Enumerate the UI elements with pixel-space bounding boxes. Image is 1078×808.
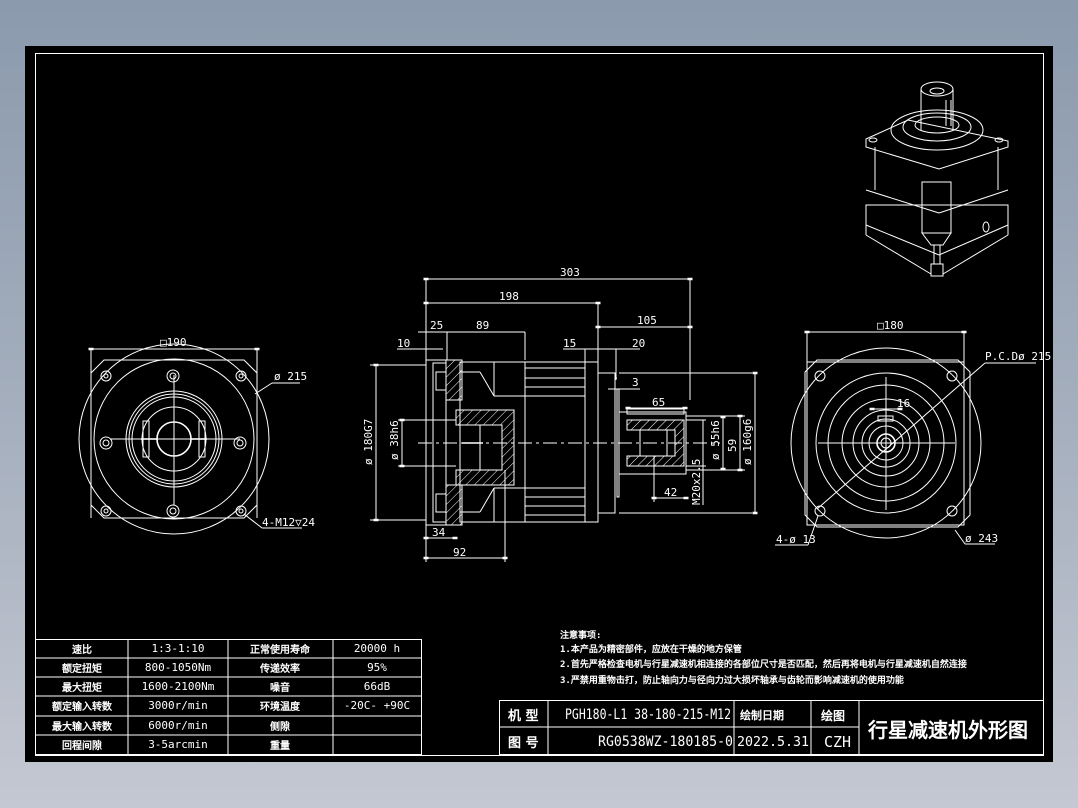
drawing-no-label: 图 号 [508, 736, 539, 751]
drawn-by-value: CZH [824, 733, 851, 751]
left-square-label: □190 [160, 336, 187, 349]
side-section-view: 303 198 105 25 89 10 15 20 [362, 266, 758, 562]
dim-thread: M20x2.5 [690, 459, 703, 505]
notes-title: 注意事项: [560, 629, 601, 641]
spec-value: 95% [367, 661, 387, 674]
dim-65: 65 [652, 396, 665, 409]
dim-pilot: ø 160g6 [741, 419, 754, 465]
right-square-label: □180 [877, 319, 904, 332]
dim-42: 42 [664, 486, 677, 499]
spec-key: 侧隙 [270, 720, 290, 733]
spec-value: -20C- +90C [344, 699, 410, 712]
spec-key: 环境温度 [260, 700, 301, 713]
isometric-view [865, 81, 1009, 277]
spec-table-text: 速比 1:3-1:10 正常使用寿命 20000 h 额定扭矩 800-1050… [52, 642, 410, 752]
dim-input-bore: ø 180G7 [362, 419, 375, 465]
dim-25: 25 [430, 319, 443, 332]
right-end-view: □180 16 P.C.Dø 215 4-ø 13 ø 243 [775, 319, 1051, 546]
drawing-title: 行星减速机外形图 [867, 718, 1028, 742]
date-label: 绘制日期 [740, 708, 784, 722]
spec-key: 重量 [270, 739, 290, 752]
dim-key-height: 59 [726, 439, 739, 452]
dim-89: 89 [476, 319, 489, 332]
dim-34: 34 [432, 526, 446, 539]
drawn-by-label: 绘图 [821, 708, 845, 723]
spec-value: 6000r/min [148, 719, 208, 732]
note-item: 3.严禁用重物击打，防止轴向力与径向力过大损坏轴承与齿轮而影响减速机的使用功能 [560, 674, 904, 686]
spec-key: 回程间隙 [62, 739, 102, 752]
spec-value: 3-5arcmin [148, 738, 208, 751]
dim-20: 20 [632, 337, 645, 350]
model-value: PGH180-L1 38-180-215-M12 [565, 707, 731, 723]
spec-key: 最大输入转数 [52, 720, 113, 733]
spec-value: 20000 h [354, 642, 400, 655]
dim-105: 105 [637, 314, 657, 327]
left-diameter-label: ø 215 [274, 370, 307, 383]
right-diameter-label: ø 243 [965, 532, 998, 545]
dim-15: 15 [563, 337, 576, 350]
cad-drawing-canvas[interactable]: □190 ø 215 4-M12▽24 303 198 10 [25, 46, 1053, 762]
note-item: 1.本产品为精密部件，应放在干燥的地方保管 [560, 643, 742, 655]
left-bolt-label: 4-M12▽24 [262, 516, 315, 529]
spec-value: 3000r/min [148, 699, 208, 712]
right-pcd-label: P.C.Dø 215 [985, 350, 1051, 363]
dim-10: 10 [397, 337, 410, 350]
date-value: 2022.5.31 [737, 735, 809, 750]
dim-303: 303 [560, 266, 580, 279]
drawing-no-value: RG0538WZ-180185-0 [598, 734, 733, 750]
left-end-view: □190 ø 215 4-M12▽24 [78, 336, 315, 535]
dim-3: 3 [632, 376, 639, 389]
note-item: 2.首先严格检查电机与行星减速机相连接的各部位尺寸是否匹配，然后再将电机与行星减… [560, 658, 967, 670]
spec-value: 1600-2100Nm [142, 680, 215, 693]
dim-output-shaft: ø 55h6 [709, 420, 722, 460]
drawing-border [35, 53, 1044, 756]
spec-key: 额定输入转数 [52, 700, 113, 713]
spec-value: 1:3-1:10 [152, 642, 205, 655]
spec-key: 噪音 [270, 681, 290, 694]
spec-table [35, 639, 422, 755]
spec-key: 传递效率 [259, 662, 300, 675]
dim-198: 198 [499, 290, 519, 303]
spec-key: 额定扭矩 [62, 662, 102, 675]
right-holes-label: 4-ø 13 [776, 533, 816, 546]
model-label: 机 型 [508, 708, 539, 724]
right-key-label: 16 [897, 397, 910, 410]
spec-value: 800-1050Nm [145, 661, 212, 674]
dim-92: 92 [453, 546, 466, 559]
spec-key: 速比 [72, 643, 92, 656]
title-block [499, 700, 1044, 755]
drawing-svg: □190 ø 215 4-M12▽24 303 198 10 [35, 53, 1051, 756]
spec-value: 66dB [364, 680, 391, 693]
spec-key: 最大扭矩 [62, 681, 102, 694]
dim-input-shaft: ø 38h6 [388, 420, 401, 460]
spec-key: 正常使用寿命 [250, 643, 311, 656]
notes-block: 注意事项: 1.本产品为精密部件，应放在干燥的地方保管 2.首先严格检查电机与行… [560, 629, 967, 686]
